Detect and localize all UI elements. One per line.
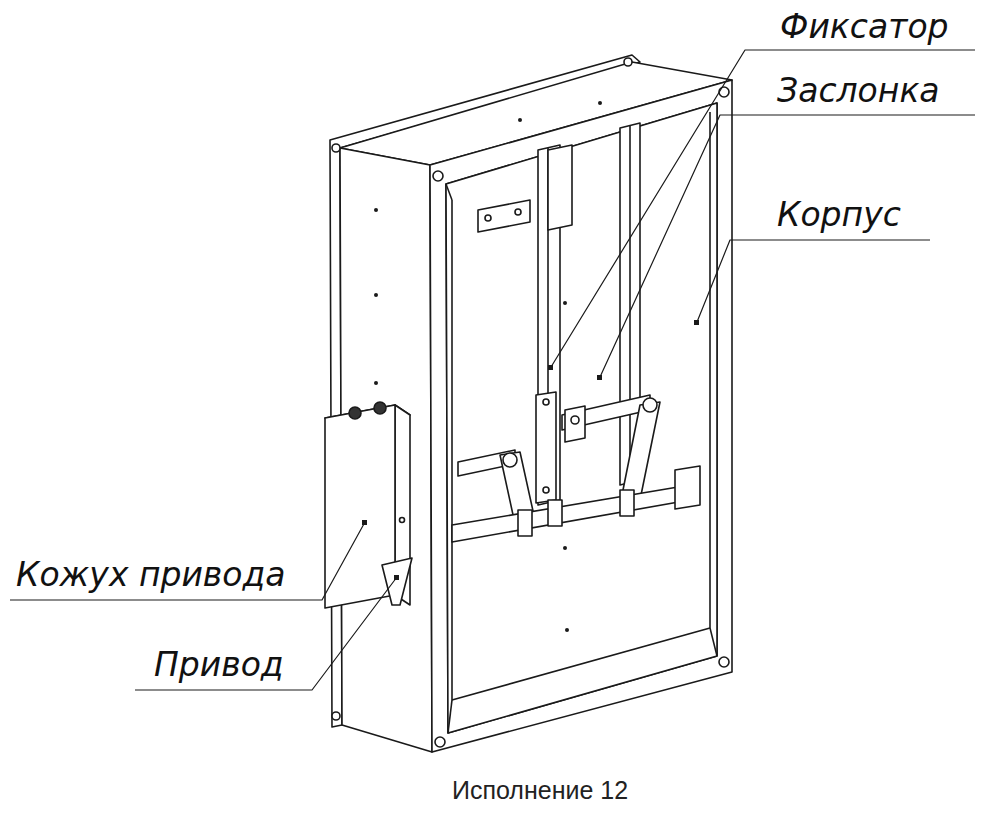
caption: Исполнение 12 <box>452 778 628 803</box>
edge <box>710 628 717 656</box>
front-opening <box>446 103 717 733</box>
leader-lines <box>10 50 975 690</box>
part-label: Корпус <box>775 198 903 231</box>
part-label: Фиксатор <box>778 10 951 43</box>
callout-markers <box>362 320 699 580</box>
rivets <box>374 101 602 632</box>
edge <box>448 700 452 733</box>
drive-housing <box>325 402 412 608</box>
edge <box>452 628 710 700</box>
front-flange <box>430 80 732 752</box>
drive-shaft <box>452 466 700 542</box>
lever-bracket <box>458 395 650 476</box>
edge <box>446 184 452 200</box>
part-label: Привод <box>152 648 286 681</box>
fixator <box>478 145 572 503</box>
part-label: Кожух привода <box>14 558 288 591</box>
flange-holes <box>332 58 729 747</box>
edge <box>709 112 711 628</box>
edge <box>451 200 453 700</box>
part-label: Заслонка <box>775 74 942 107</box>
